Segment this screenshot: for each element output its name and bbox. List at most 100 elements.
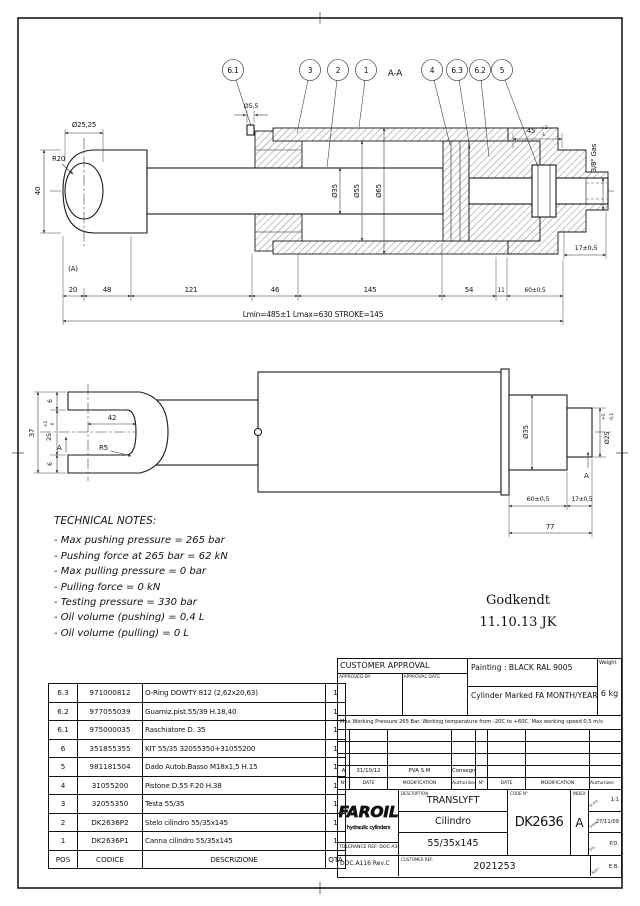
bottom-view-dimensions: 37 6 25 +1 0 6 42 R5 A Ø35 xyxy=(28,391,615,537)
dim-pin-tol-dn: -0,1 xyxy=(609,413,615,421)
working-conditions-line: Max Working Pressure 265 Bar. Working te… xyxy=(338,716,621,730)
bom-header-code: CODICE xyxy=(77,849,143,869)
dim-lip-top: 6 xyxy=(47,399,54,403)
chain-dim: 54 xyxy=(465,286,474,294)
customer-approval-label: CUSTOMER APPROVAL xyxy=(338,659,467,674)
top-view-dimensions: Ø25,25 R20 40 Ø5,5 Ø35 Ø55 Ø65 xyxy=(34,102,607,325)
signature-column: Scala 1:1 Data 27/11/09 Dis. P.D. xyxy=(589,790,621,855)
signature-value: 27/11/09 xyxy=(595,819,619,825)
balloon-6-3: 6.3 xyxy=(446,59,471,150)
end-pin xyxy=(566,407,593,458)
dim-slot-depth: 42 xyxy=(108,414,117,422)
bom-pos: 4 xyxy=(48,775,78,795)
note-line: - Pulling force = 0 kN xyxy=(54,581,161,593)
chain-dim: 46 xyxy=(271,286,280,294)
faroil-logo: FAROIL hydraulic cylinders xyxy=(338,803,399,832)
balloon-4: 4 xyxy=(421,59,451,146)
balloon-label: 1 xyxy=(364,66,369,75)
doc-ref: DOC.A116 Rev.C xyxy=(338,855,398,876)
bom-desc: Testa 55/35 xyxy=(142,794,326,814)
bom-pos: 5 xyxy=(48,757,78,777)
table-row: 5 981181504 Dado Autob.Basso M18x1,5 H.1… xyxy=(48,757,346,777)
cylinder-tube xyxy=(272,127,509,255)
bom-code: 975000035 xyxy=(77,720,143,740)
datum-a-left: A xyxy=(57,444,62,452)
bom-code: 981181504 xyxy=(77,757,143,777)
dim-slot-radius: R5 xyxy=(99,444,108,452)
logo-cell: FAROIL hydraulic cylinders TOLERANCE REF… xyxy=(338,790,399,876)
bom-desc: Canna cilindro 55/35x145 xyxy=(142,831,326,851)
sheet-frame xyxy=(12,12,628,894)
bom-pos: 6.2 xyxy=(48,701,78,721)
note-line: - Testing pressure = 330 bar xyxy=(54,597,197,609)
description-label: DESCRIPTION xyxy=(401,791,429,796)
cylinder-body xyxy=(257,371,502,493)
signature-label: Scala xyxy=(589,798,599,808)
table-row: 6.2 977055039 Guarniz.pist.55/39 H.18,40… xyxy=(48,701,346,721)
table-row: 1 DK2636P1 Canna cilindro 55/35x145 1 xyxy=(48,831,346,851)
chain-dim: 20 xyxy=(69,286,78,294)
dim-overall: Lmin=485±1 Lmax=630 STROKE=145 xyxy=(243,310,384,319)
lock-nut xyxy=(531,164,557,218)
description-cell: DESCRIPTION TRANSLYFT Cilindro 55/35x145 xyxy=(399,790,508,855)
dim-eye-radius: R20 xyxy=(52,155,65,163)
end-flange xyxy=(500,368,510,496)
piston-rod xyxy=(146,167,444,215)
dim-total-len: 77 xyxy=(546,523,555,531)
dim-tail-len: 17±0,5 xyxy=(575,244,598,252)
note-line: - Oil volume (pushing) = 0,4 L xyxy=(54,612,205,624)
bom-desc: O-Ring DOWTY 812 (2,62x20,63) xyxy=(142,683,326,703)
dim-pin-dia: Ø25 xyxy=(603,432,611,445)
bom-code: 351855355 xyxy=(77,738,143,758)
balloon-6-1: 6.1 xyxy=(222,59,252,127)
signature-row: Data 27/11/09 xyxy=(589,812,621,834)
dim-gap: 25 xyxy=(45,433,53,441)
index-value: A xyxy=(575,815,584,830)
marking-spec: Cylinder Marked FA MONTH/YEAR xyxy=(471,691,597,700)
bom-desc: Dado Autob.Basso M18x1,5 H.15 xyxy=(142,757,326,777)
bom-table: 6.3 971000812 O-Ring DOWTY 812 (2,62x20,… xyxy=(48,683,346,869)
table-row: 6.1 975000035 Raschiatore D. 35 1 xyxy=(48,720,346,740)
revision-header-no: N° xyxy=(338,778,350,789)
bom-code: DK2636P2 xyxy=(77,812,143,832)
table-row: 6 351855355 KIT 55/35 32055350+31055200 … xyxy=(48,738,346,758)
bom-code: 32055350 xyxy=(77,794,143,814)
dim-thread-tol-up: +2 xyxy=(541,125,548,131)
dim-gap-tol-dn: 0 xyxy=(50,422,56,425)
dimension-chain: 20 48 121 46 145 54 11 60±0,5 xyxy=(62,236,564,325)
revision-header-date: DATE xyxy=(350,778,388,789)
datum-a-right: A xyxy=(584,472,589,480)
description-line: 55/35x145 xyxy=(427,838,479,850)
dim-rod-dia: Ø35 xyxy=(331,184,339,198)
bom-header-qty: QTÀ xyxy=(325,849,346,869)
faroil-logo-text: FAROIL xyxy=(339,803,398,821)
bom-code: 31055200 xyxy=(77,775,143,795)
balloon-label: 6.1 xyxy=(227,66,239,75)
technical-notes: TECHNICAL NOTES: - Max pushing pressure … xyxy=(54,514,228,641)
revision-header-modification: MODIFICATION xyxy=(526,778,590,789)
table-row: 4 31055200 Pistone D.55 F.20 H.38 1 xyxy=(48,775,346,795)
dim-vent-dia: Ø5,5 xyxy=(244,102,259,110)
approval-stamp-word: Godkendt xyxy=(485,593,551,608)
bom-pos: 3 xyxy=(48,794,78,814)
balloon-callouts: 6.1 3 2 1 4 xyxy=(222,59,539,168)
bom-pos: 1 xyxy=(48,831,78,851)
weight-label: Weight xyxy=(599,660,617,666)
signature-row: Appr. E.B. xyxy=(591,856,621,878)
table-row: 3 32055350 Testa 55/35 1 xyxy=(48,794,346,814)
customer-ref-label: CUSTOMER REF. xyxy=(401,857,434,862)
dim-gap-tol-up: +1 xyxy=(43,421,49,428)
revision-header-no: N° xyxy=(476,778,488,789)
revision-authorized: Consegna xyxy=(452,766,476,777)
table-row: 6.3 971000812 O-Ring DOWTY 812 (2,62x20,… xyxy=(48,683,346,703)
customer-ref-cell: CUSTOMER REF. 2021253 xyxy=(399,856,591,876)
approval-painting-row: CUSTOMER APPROVAL APPROVED BY APPROVAL D… xyxy=(338,659,621,716)
painting-cell: Painting : BLACK RAL 9005 Cylinder Marke… xyxy=(468,659,598,715)
revision-empty-row xyxy=(338,742,621,754)
tolerance-ref: TOLERANCE REF: DOC-A387 xyxy=(338,842,398,855)
note-line: - Max pushing pressure = 265 bar xyxy=(54,535,225,547)
balloon-label: 5 xyxy=(500,66,505,75)
customer-approval-cell: CUSTOMER APPROVAL APPROVED BY APPROVAL D… xyxy=(338,659,468,715)
description-line: Cilindro xyxy=(399,812,507,834)
dim-tube-dia: Ø65 xyxy=(375,184,383,198)
